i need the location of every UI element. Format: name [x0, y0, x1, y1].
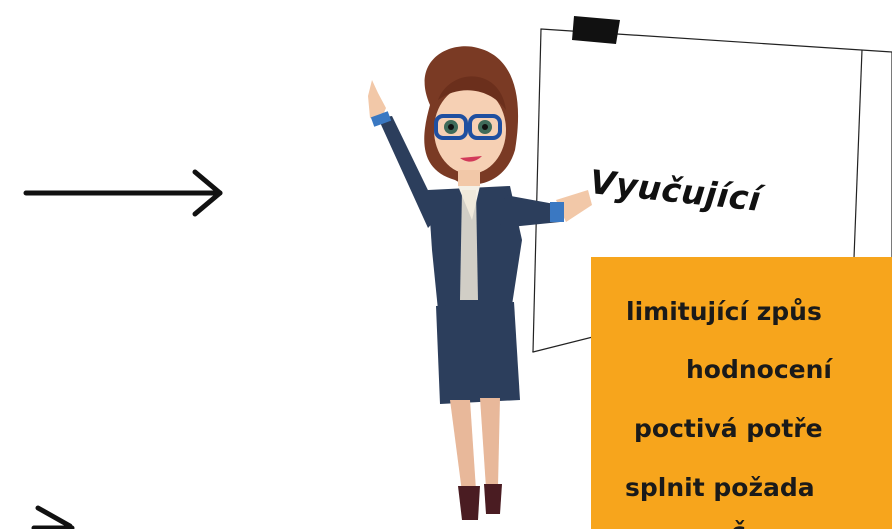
callout-box: limitující způs hodnocení poctivá potře …: [591, 257, 892, 529]
callout-line-4: splnit požada: [625, 475, 815, 500]
callout-line-3: poctivá potře: [634, 416, 823, 441]
callout-line-2: hodnocení: [686, 357, 832, 382]
callout-line-5: č: [731, 519, 746, 529]
callout-line-1: limitující způs: [626, 299, 822, 324]
